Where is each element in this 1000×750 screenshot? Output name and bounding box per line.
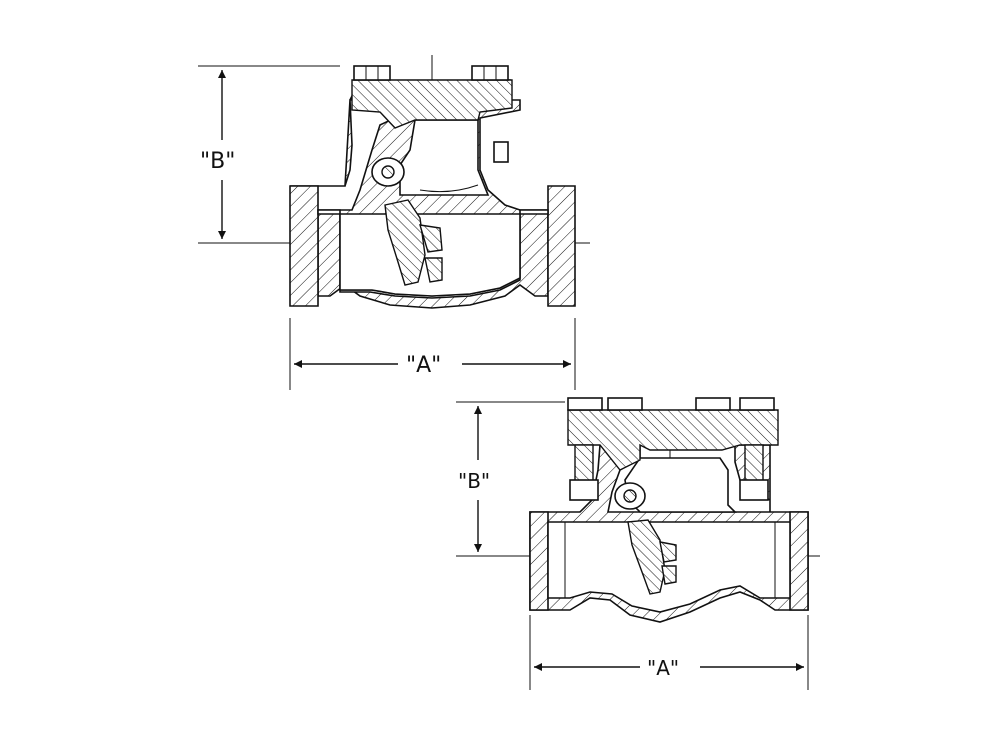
bolt-head-1 (567, 397, 603, 411)
cavity-arc (419, 184, 479, 193)
bolt-head-3 (695, 397, 731, 411)
nut-right (739, 479, 769, 501)
bolt-head-right (471, 65, 509, 81)
bolt-head-left (353, 65, 391, 81)
disc-nut (419, 224, 443, 253)
side-plug (493, 141, 509, 163)
bolt-head-4 (739, 397, 775, 411)
dim-a-label: "A" (647, 656, 679, 680)
bonnet-cover (567, 409, 779, 471)
valve-view-socket-weld: "B" "A" (456, 397, 820, 690)
right-socket (789, 511, 809, 611)
bonnet-cover (351, 79, 513, 129)
right-end-connection (547, 185, 576, 307)
seat-ring (661, 565, 677, 585)
dim-a-label: "A" (406, 353, 441, 378)
seat-ring (424, 257, 443, 283)
nut-left (569, 479, 599, 501)
left-socket (529, 511, 549, 611)
left-end-connection (289, 185, 319, 307)
swing-disc (627, 519, 666, 595)
bonnet-cavity (399, 119, 490, 196)
flow-passage (339, 213, 521, 297)
hinge-pin (623, 489, 637, 503)
dim-b-label: "B" (200, 149, 235, 174)
bolt-head-2 (607, 397, 643, 411)
disc-nut (659, 541, 677, 563)
swing-disc (384, 199, 426, 286)
hinge-pin (381, 165, 395, 179)
valve-view-threaded: "B" "A" (198, 55, 590, 390)
dim-b-label: "B" (458, 469, 490, 493)
